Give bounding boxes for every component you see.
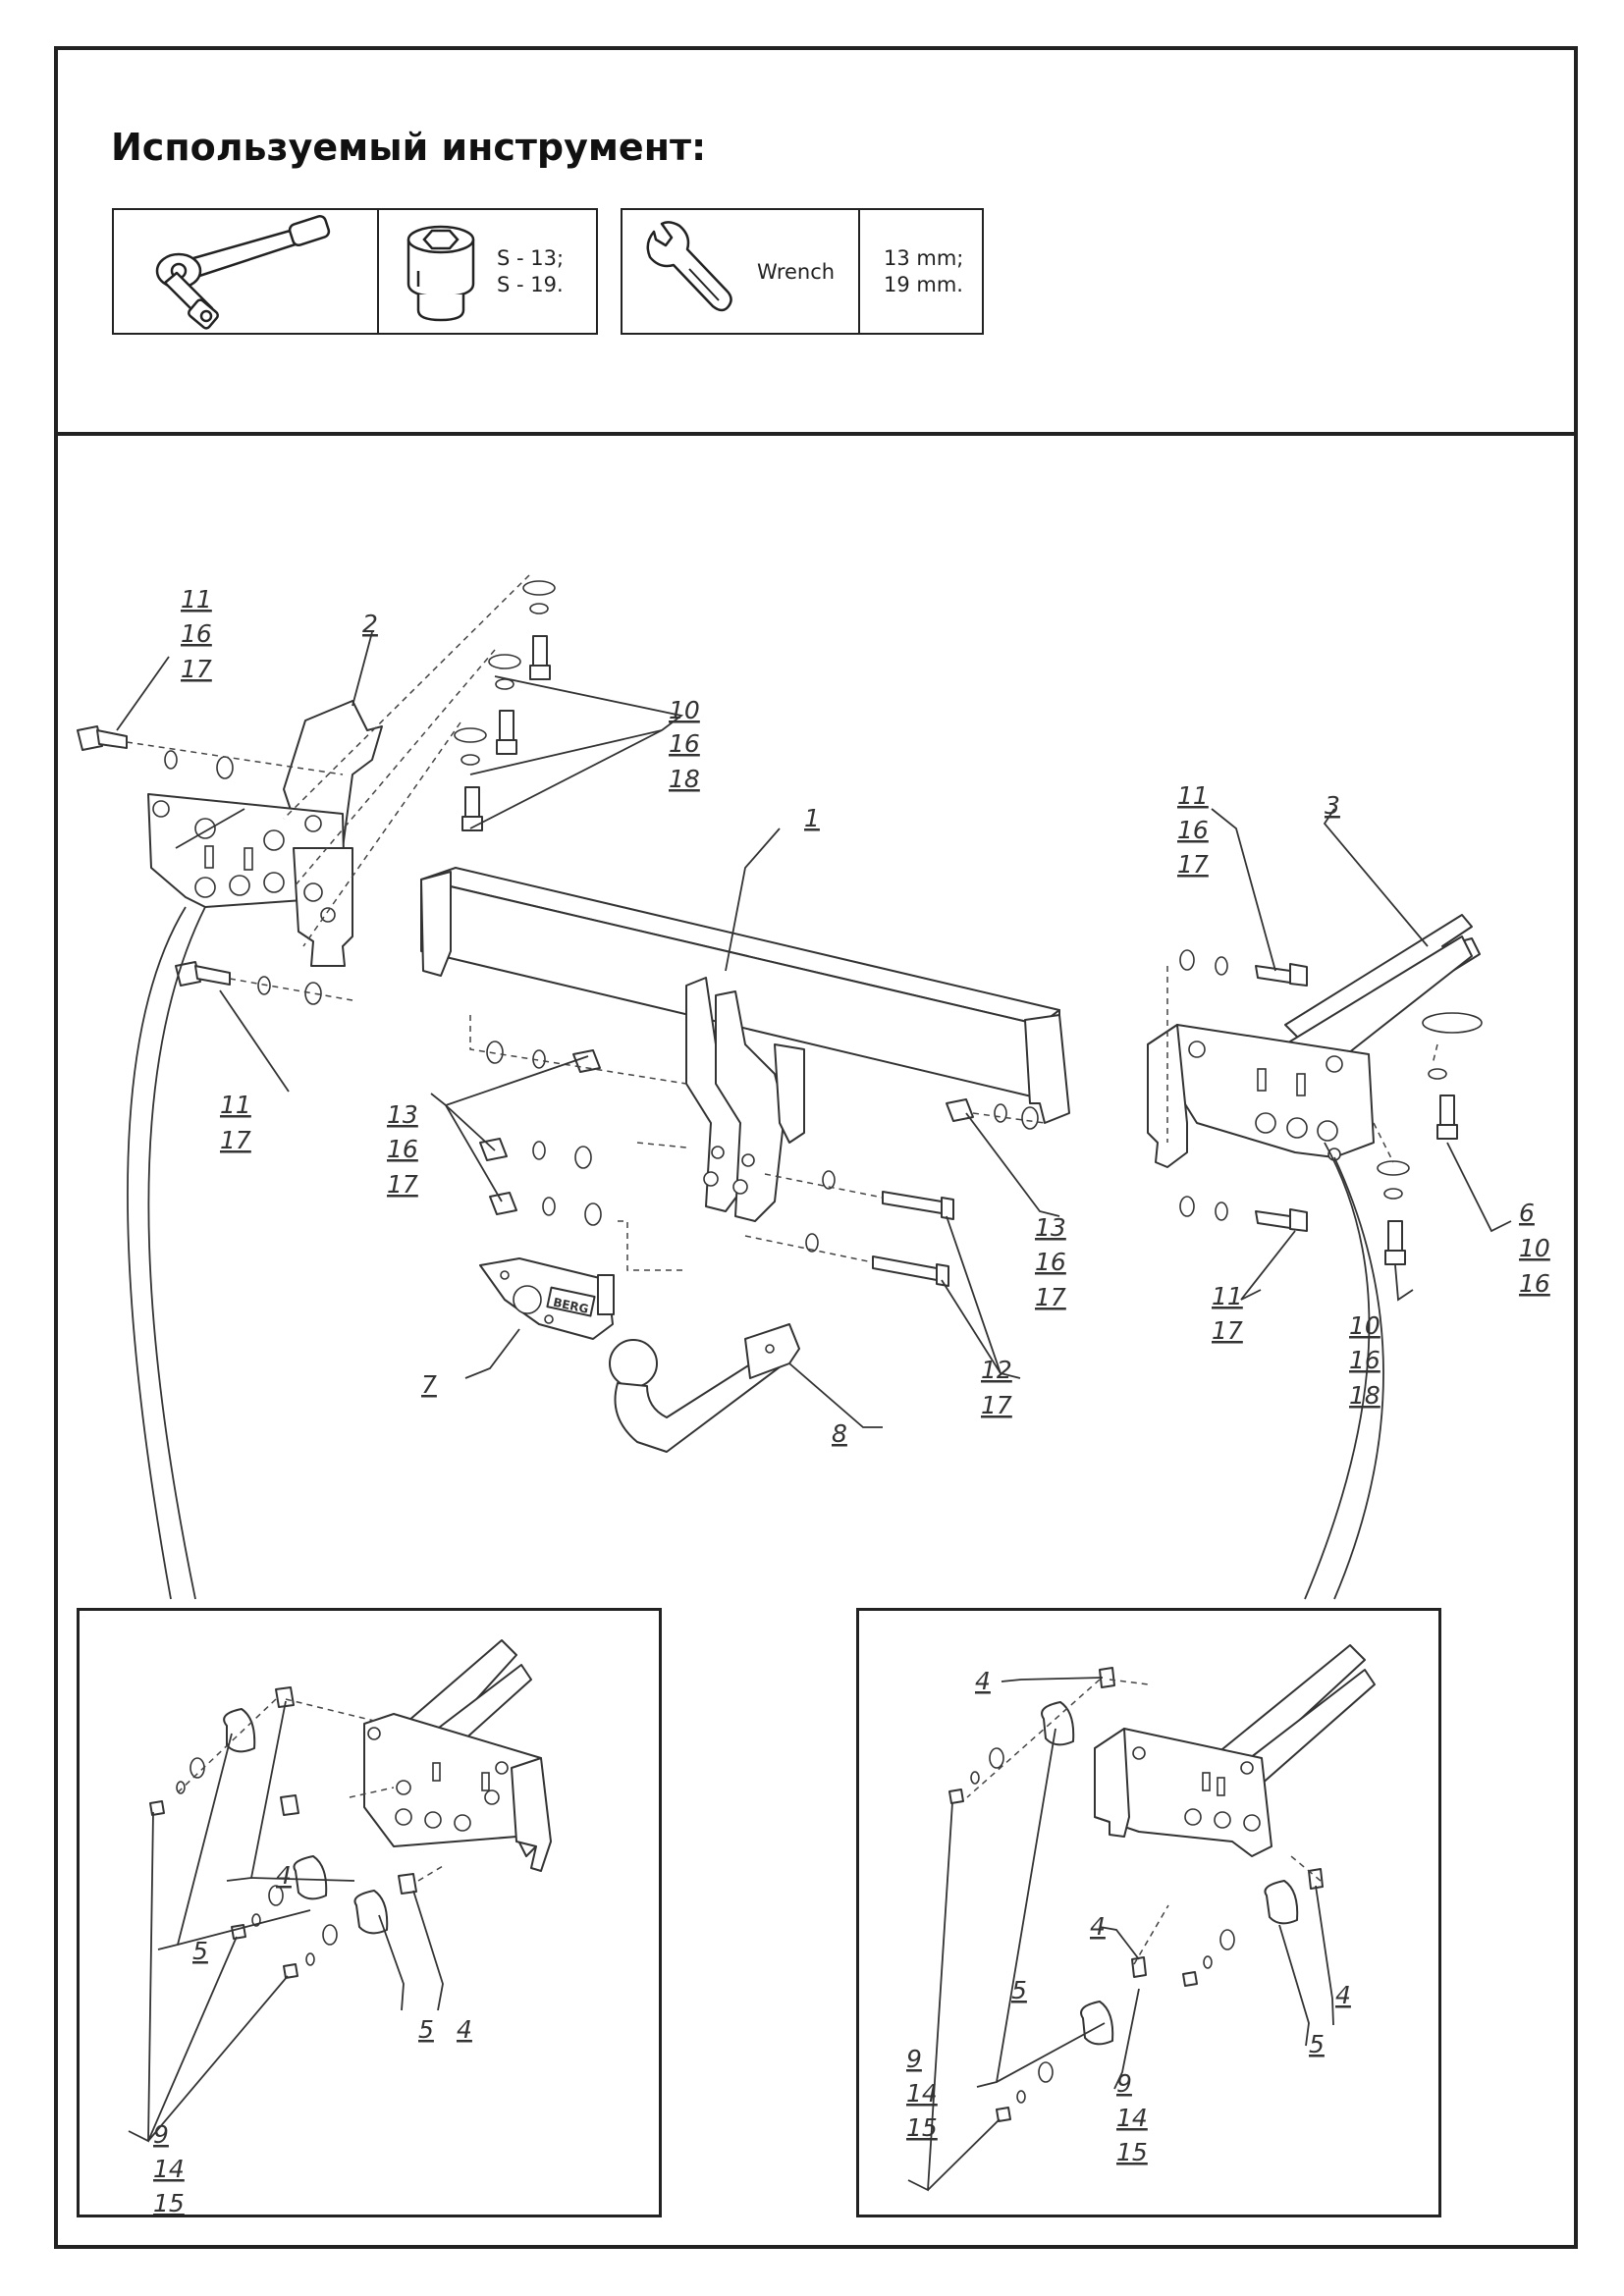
wrench-cell: Wrench [623,210,860,333]
callout-10c: 10 [1349,1311,1380,1340]
center-bolts [744,1170,954,1287]
wrench-icon [646,221,732,312]
inset-right-callout-15b: 15 [1116,2138,1148,2166]
callout-7: 7 [421,1370,437,1399]
page-frame [54,46,1578,2249]
callout-13b: 13 [1035,1213,1066,1242]
inset-right-callout-4b: 4 [1090,1912,1106,1941]
callout-11d: 11 [1212,1282,1243,1310]
crossbar [420,867,1070,1222]
inset-left-callout-14: 14 [153,2155,185,2183]
nuts-center [469,1015,687,1271]
callout-18a: 18 [669,765,700,793]
exploded-assembly-drawing: .p { fill:#fff; stroke:#333; stroke-widt… [77,574,1550,1600]
inset-right-callout-15a: 15 [906,2113,938,2142]
callout-10a: 10 [669,696,700,724]
callout-16c: 16 [1177,816,1209,844]
callout-11c: 11 [220,1091,251,1119]
callout-16g: 16 [1349,1346,1380,1374]
page-title: Используемый инструмент: [111,126,707,169]
callout-17g: 17 [981,1391,1012,1419]
callout-11a: 11 [181,585,212,614]
fasteners-left [77,725,353,1005]
inset-right-callout-4c: 4 [1335,1981,1351,2009]
callout-17e: 17 [1035,1283,1066,1311]
wrench-size-19: 19 mm. [884,273,963,296]
fasteners-top [283,574,556,947]
callout-17b: 17 [1177,850,1209,879]
callout-17f: 17 [1212,1316,1243,1345]
callout-2: 2 [362,610,378,638]
socket-size-13: S - 13; [497,246,565,270]
right-bracket [1147,914,1481,1168]
inset-left-callout-5a: 5 [192,1937,208,1965]
callout-16e: 16 [1035,1248,1066,1276]
detail-inset-left: .p{fill:#fff;stroke:#333;stroke-width:2;… [77,1608,662,2217]
socket-cell: S - 13; S - 19. [379,210,596,333]
callout-16a: 16 [181,619,212,648]
fasteners-right [946,949,1483,1265]
callout-1: 1 [804,804,820,832]
callout-17a: 17 [181,655,212,683]
socket-size-19: S - 19. [497,273,564,296]
callout-8: 8 [832,1419,847,1448]
inset-left-callout-4b: 4 [457,2015,472,2044]
callout-16f: 16 [1519,1269,1550,1298]
inset-right-callout-5a: 5 [1011,1976,1027,2004]
callout-3: 3 [1325,791,1340,820]
callout-6: 6 [1519,1199,1535,1227]
inset-left-callout-9: 9 [153,2120,169,2149]
callout-17c: 17 [220,1126,251,1154]
inset-right-callout-14a: 14 [906,2079,938,2108]
callout-18b: 18 [1349,1381,1380,1410]
inset-right-callout-9b: 9 [1116,2069,1132,2098]
callout-17d: 17 [387,1170,418,1199]
detail-inset-right: .p{fill:#fff;stroke:#333;stroke-width:2;… [856,1608,1441,2217]
callout-12: 12 [981,1356,1012,1384]
socket-icon [406,225,475,322]
ratchet-cell [114,210,379,333]
tool-table-wrench: Wrench 13 mm; 19 mm. [621,208,984,335]
leader-lines [116,631,1512,1600]
callouts-main: 11 16 17 2 10 16 18 1 11 16 17 3 11 17 1… [181,585,1550,1448]
ratchet-icon [155,214,331,330]
callout-11b: 11 [1177,781,1209,810]
callout-16b: 16 [669,729,700,758]
callout-16d: 16 [387,1135,418,1163]
inset-left-callout-4a: 4 [276,1861,292,1890]
callout-13a: 13 [387,1100,418,1129]
tool-table-socket: S - 13; S - 19. [112,208,598,335]
callout-10b: 10 [1519,1234,1550,1262]
wrench-size-13: 13 mm; [884,246,964,270]
ball-hook [609,1323,800,1453]
wrench-label: Wrench [757,260,836,284]
inset-left-callout-15: 15 [153,2189,185,2215]
inset-right-callout-14b: 14 [1116,2104,1148,2132]
left-bracket [147,700,383,967]
inset-right-drawing: .p{fill:#fff;stroke:#333;stroke-width:2;… [906,1644,1376,2192]
socket-plate: BERG [479,1257,615,1340]
section-divider [54,432,1578,436]
inset-left-callout-5b: 5 [418,2015,434,2044]
wrench-sizes-cell: 13 mm; 19 mm. [860,210,982,333]
inset-right-callout-4a: 4 [975,1667,991,1695]
inset-left-drawing: .p{fill:#fff;stroke:#333;stroke-width:2;… [128,1639,552,2217]
inset-right-callout-9a: 9 [906,2045,922,2073]
inset-right-callout-5b: 5 [1309,2030,1325,2058]
